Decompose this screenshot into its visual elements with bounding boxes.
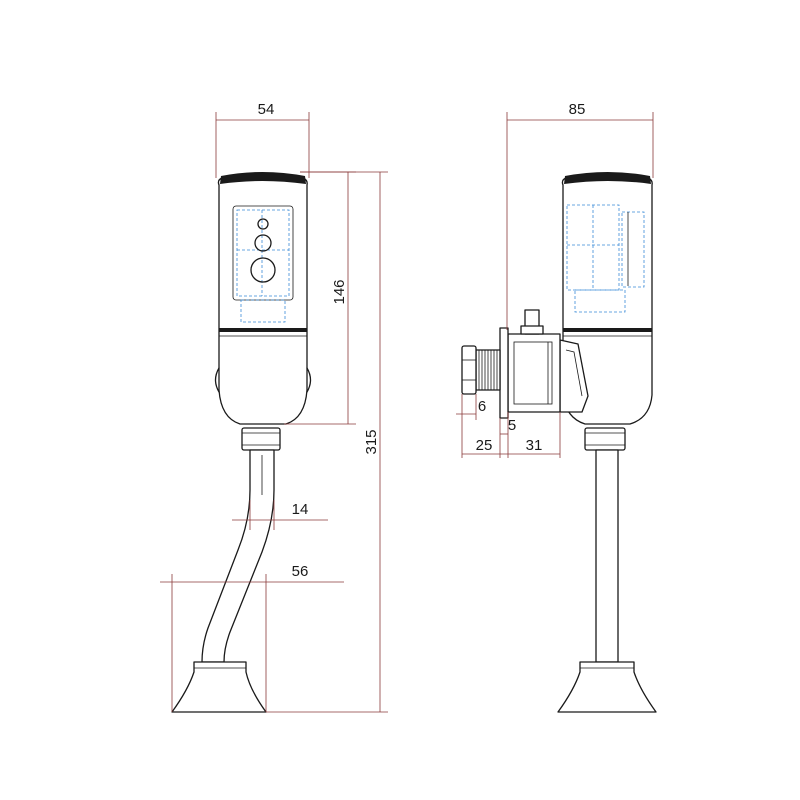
front-side-knob-right <box>306 367 312 393</box>
front-sensor-body <box>217 177 308 425</box>
dim-label-side-width: 85 <box>569 101 586 118</box>
wall-flange <box>499 327 509 419</box>
side-straight-pipe <box>595 449 619 663</box>
front-base-flange <box>171 661 267 713</box>
side-hidden-base <box>574 289 626 313</box>
sensor-lens-medium <box>254 234 272 252</box>
dim-label-thread-length: 25 <box>476 437 493 454</box>
dimensions: 54 85 146 315 14 56 6 5 <box>160 101 654 713</box>
side-top-cap <box>564 172 651 184</box>
sensor-lens-small <box>257 218 269 230</box>
side-bracket-inner <box>565 349 583 397</box>
dim-label-flange-thickness: 5 <box>508 417 516 434</box>
side-mid-band <box>563 328 652 332</box>
side-sensor-body <box>561 177 653 425</box>
dim-label-total-height: 315 <box>363 429 380 454</box>
front-hidden-base <box>240 299 286 323</box>
dim-label-pipe-offset: 56 <box>292 563 309 580</box>
front-collar-nut <box>241 427 281 451</box>
side-view <box>461 172 657 713</box>
hex-nut <box>461 345 477 395</box>
valve-inner-block <box>513 341 553 405</box>
dim-label-nut-thickness: 6 <box>478 398 486 415</box>
front-mid-band <box>219 328 307 332</box>
valve-stem-cap <box>520 325 544 335</box>
sensor-lens-large <box>250 257 276 283</box>
side-collar-nut <box>584 427 626 451</box>
dim-label-front-width: 54 <box>258 101 275 118</box>
front-top-cap <box>220 172 306 184</box>
front-side-knob-left <box>214 367 220 393</box>
front-hidden-module <box>236 209 290 297</box>
side-hidden-sensor <box>621 211 645 288</box>
dim-label-pipe-diameter: 14 <box>292 501 309 518</box>
dim-label-valve-depth: 31 <box>526 437 543 454</box>
front-view <box>171 172 312 713</box>
dim-label-body-height: 146 <box>331 279 348 304</box>
side-base-flange <box>557 661 657 713</box>
front-s-bend-pipe <box>201 449 275 663</box>
